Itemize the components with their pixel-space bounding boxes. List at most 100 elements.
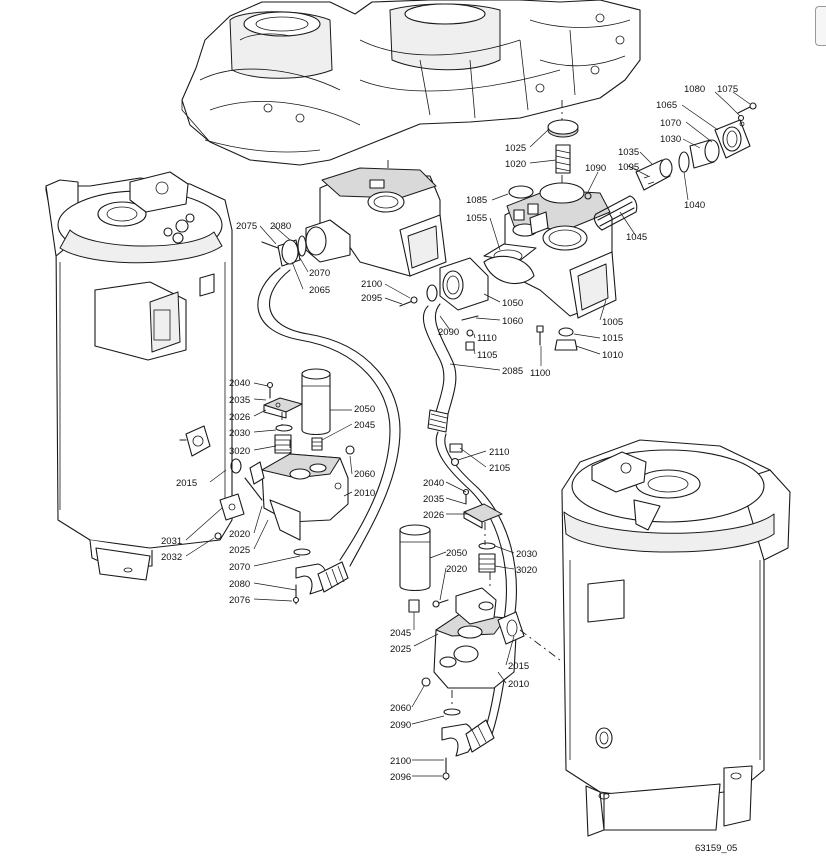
cover-2026-left — [263, 397, 303, 419]
label-2100-top: 2100 — [361, 279, 382, 290]
label-2105: 2105 — [489, 463, 510, 474]
label-1095: 1095 — [618, 162, 639, 173]
bracket-2031 — [219, 493, 245, 521]
filter-2050-right — [399, 524, 431, 592]
filter-2050-left — [301, 368, 331, 436]
label-2040-right: 2040 — [423, 478, 444, 489]
label-2110: 2110 — [489, 447, 509, 458]
bolt-1075 — [737, 102, 757, 114]
label-2031: 2031 — [161, 536, 182, 547]
label-2045-right: 2045 — [390, 628, 411, 639]
label-1005: 1005 — [602, 317, 623, 328]
label-3020-left: 3020 — [229, 446, 250, 457]
hose-end-2085 — [427, 409, 449, 433]
label-1090: 1090 — [585, 163, 606, 174]
label-1030: 1030 — [660, 134, 681, 145]
label-1045: 1045 — [626, 232, 647, 243]
label-2070-top: 2070 — [309, 268, 330, 279]
label-2026-left: 2026 — [229, 412, 250, 423]
label-1100: 1100 — [530, 368, 550, 379]
label-1080: 1080 — [684, 84, 705, 95]
label-2030-right: 2030 — [516, 549, 537, 560]
label-2015-left: 2015 — [176, 478, 197, 489]
label-1050: 1050 — [502, 298, 523, 309]
label-2076: 2076 — [229, 595, 250, 606]
label-2010-right: 2010 — [508, 679, 529, 690]
label-1020: 1020 — [505, 159, 526, 170]
piston-1035 — [635, 158, 673, 191]
label-1015: 1015 — [602, 333, 623, 344]
label-2080-top: 2080 — [270, 221, 291, 232]
o-ring-1085 — [508, 185, 534, 199]
label-2045-left: 2045 — [354, 420, 375, 431]
label-2070-left: 2070 — [229, 562, 250, 573]
drawing-code: 63159_05 — [695, 843, 737, 854]
label-2035-right: 2035 — [423, 494, 444, 505]
label-1035: 1035 — [618, 147, 639, 158]
label-1055: 1055 — [466, 213, 487, 224]
spring-1045 — [593, 195, 638, 231]
label-2032: 2032 — [161, 552, 182, 563]
label-1025: 1025 — [505, 143, 526, 154]
label-1085: 1085 — [466, 195, 487, 206]
label-2040-left: 2040 — [229, 378, 250, 389]
label-2020-left: 2020 — [229, 529, 250, 540]
flange-2015-right — [497, 611, 525, 645]
label-1075: 1075 — [717, 84, 738, 95]
flange-1050 — [439, 257, 489, 311]
flange-2015-left — [179, 425, 211, 457]
side-scroll-tab[interactable] — [815, 6, 826, 46]
label-2075: 2075 — [236, 221, 257, 232]
label-2026-right: 2026 — [423, 510, 444, 521]
valve-cap-1025 — [547, 119, 579, 138]
label-1105: 1105 — [477, 350, 497, 361]
fitting-2045-right — [408, 599, 420, 613]
label-2090-right: 2090 — [390, 720, 411, 731]
bushing-1030 — [689, 139, 720, 169]
label-2060-right: 2060 — [390, 703, 411, 714]
label-2025-right: 2025 — [390, 644, 411, 655]
hose-2085 — [422, 305, 445, 421]
fitting-2045-left — [311, 437, 323, 451]
cover-2026-right — [463, 503, 503, 529]
part-number-labels: 1080 1075 1065 1070 1030 1040 1025 1020 … — [161, 84, 738, 854]
label-2095: 2095 — [361, 293, 382, 304]
label-1060: 1060 — [502, 316, 523, 327]
label-1065: 1065 — [656, 100, 677, 111]
label-2060-left: 2060 — [354, 469, 375, 480]
label-2020-right: 2020 — [446, 564, 467, 575]
label-2010-left: 2010 — [354, 488, 375, 499]
housing-2010-right — [433, 587, 517, 689]
intake-valve-block-left — [305, 167, 447, 277]
label-2030-left: 2030 — [229, 428, 250, 439]
air-receiver-tank-left — [45, 171, 233, 581]
o-ring-1040 — [678, 151, 690, 173]
label-1110: 1110 — [477, 333, 497, 344]
compressor-element — [181, 0, 641, 166]
elbow-2090-right — [441, 708, 495, 757]
unloader-block-right — [504, 189, 617, 319]
label-2100-right: 2100 — [390, 756, 411, 767]
label-2080-left: 2080 — [229, 579, 250, 590]
label-2050-left: 2050 — [354, 404, 375, 415]
label-3020-right: 3020 — [516, 565, 537, 576]
fittings-left — [261, 235, 307, 267]
check-valve-3020-right — [478, 553, 496, 573]
label-2085: 2085 — [502, 366, 523, 377]
label-2065: 2065 — [309, 285, 330, 296]
label-1040: 1040 — [684, 200, 705, 211]
label-2090-top: 2090 — [438, 327, 459, 338]
label-1010: 1010 — [602, 350, 623, 361]
label-1070: 1070 — [660, 118, 681, 129]
leader-lines — [185, 91, 751, 777]
label-2025-left: 2025 — [229, 545, 250, 556]
air-receiver-tank-right — [561, 439, 791, 837]
label-2096: 2096 — [390, 772, 411, 783]
elbow-2070-left — [293, 548, 349, 595]
label-2015-right: 2015 — [508, 661, 529, 672]
check-valve-3020-left — [274, 434, 292, 454]
spring-1020 — [555, 144, 571, 174]
label-2035-left: 2035 — [229, 395, 250, 406]
end-cover-1065 — [714, 119, 751, 159]
